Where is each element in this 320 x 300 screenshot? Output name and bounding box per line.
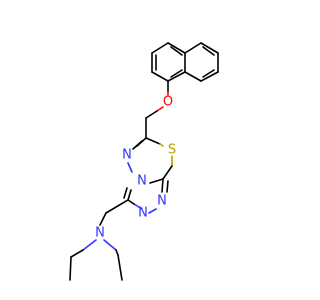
bond: [127, 189, 132, 201]
bond: [149, 178, 164, 184]
sulfur-atom-label: S: [168, 143, 176, 158]
bond: [133, 203, 143, 210]
triazole-ring: [123, 178, 169, 214]
bridgehead-nitrogen-label: N: [137, 174, 147, 189]
bond: [162, 165, 173, 180]
double-bond-inner: [170, 46, 183, 56]
triazole-nitrogen-label: N: [138, 206, 148, 221]
bond: [70, 249, 84, 258]
double-bond: [166, 180, 169, 193]
bond: [184, 71, 202, 82]
amine-nitrogen-label: N: [95, 226, 105, 241]
bond: [127, 162, 133, 173]
structure-canvas: O S N N N N N: [69, 42, 219, 281]
thiadiazole-nitrogen-label: N: [122, 148, 132, 163]
bond: [103, 239, 117, 251]
bond: [117, 254, 123, 281]
thiadiazole-ring: [127, 137, 173, 184]
double-bond-inner: [202, 46, 215, 56]
bond: [127, 199, 135, 205]
bond: [115, 249, 119, 256]
bond: [145, 137, 161, 145]
double-bond: [132, 140, 143, 150]
bond: [99, 212, 107, 226]
atom-labels: O S N N N N N: [95, 95, 176, 241]
bond: [105, 199, 129, 214]
double-bond-inner: [202, 69, 215, 78]
bond: [200, 71, 219, 82]
bond: [69, 256, 72, 281]
bond: [82, 239, 97, 251]
bond: [148, 208, 157, 214]
bond: [167, 42, 186, 54]
bond: [159, 143, 164, 147]
ether-linkage: [145, 80, 169, 139]
diethylaminomethyl-chain: [69, 199, 129, 281]
triazole-nitrogen-label: N: [157, 194, 167, 209]
oxygen-atom-label: O: [163, 95, 173, 110]
bond: [151, 42, 169, 54]
double-bond-inner: [170, 69, 183, 78]
bond: [161, 178, 164, 193]
double-bond: [123, 187, 128, 199]
naphthalene-rings: [151, 42, 219, 82]
bond: [145, 110, 158, 119]
bond: [167, 71, 186, 82]
bond: [156, 106, 164, 112]
bond: [184, 42, 202, 54]
molecule-diagram: O S N N N N N: [69, 42, 219, 281]
bond: [151, 71, 169, 82]
bond: [200, 42, 219, 54]
